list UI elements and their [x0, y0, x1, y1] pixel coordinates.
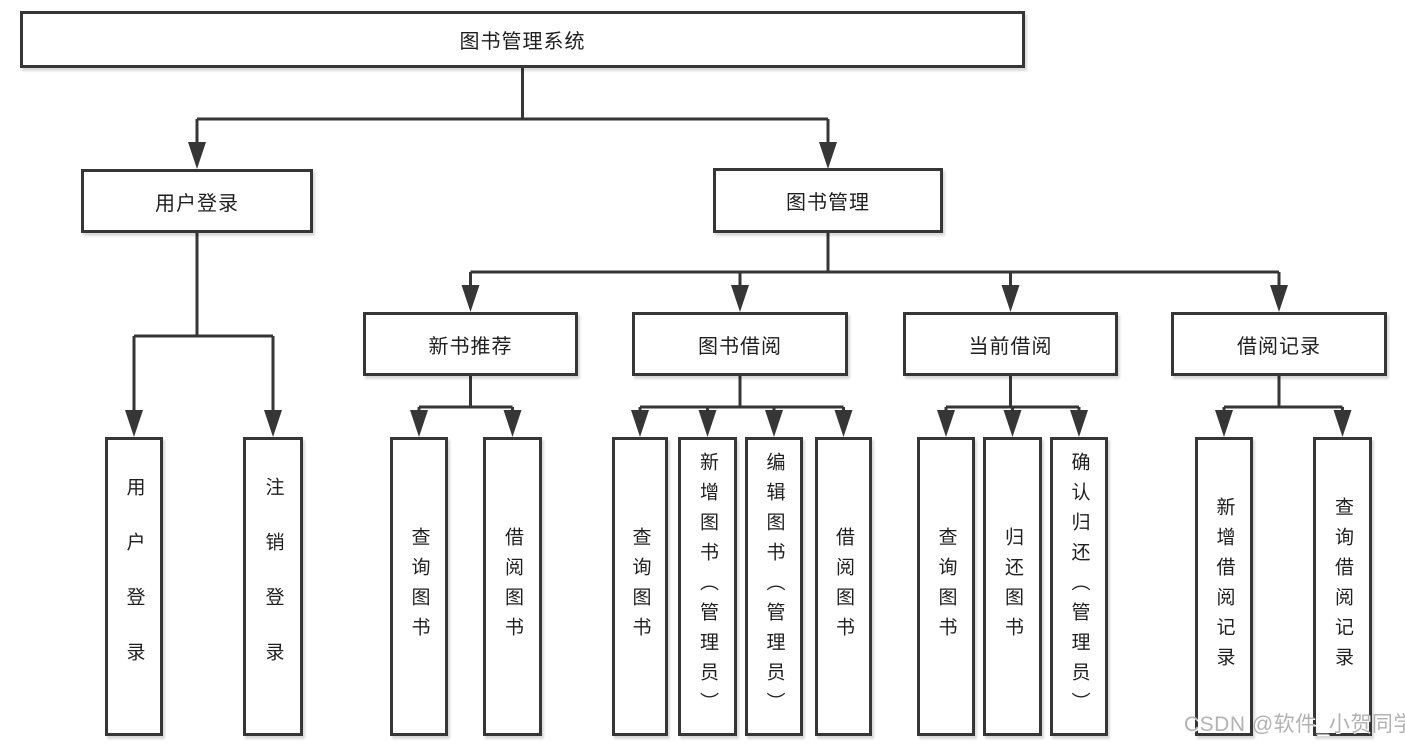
node-current-borrow-label: 当前借阅	[968, 335, 1053, 358]
node-book-mgmt-label: 图书管理	[786, 192, 870, 214]
leaf-user-login: 用户登录	[105, 437, 163, 736]
leaf-confirm-return-admin: 确认归还（管理员）	[1050, 437, 1108, 736]
leaf-edit-books-admin: 编辑图书（管理员）	[745, 437, 803, 736]
leaf-return-books: 归还图书	[983, 437, 1042, 736]
node-book-borrow: 图书借阅	[632, 312, 848, 376]
leaf-add-borrow-record: 新增借阅记录	[1195, 437, 1253, 736]
watermark: CSDN @软件_小贺同学	[1184, 713, 1405, 736]
leaf-query-books-1: 查询图书	[390, 437, 448, 736]
leaf-borrow-books-2: 借阅图书	[815, 437, 872, 736]
leaf-logout: 注销登录	[243, 437, 303, 736]
leaf-add-books-admin: 新增图书（管理员）	[678, 437, 737, 736]
leaf-query-books-2: 查询图书	[612, 437, 668, 736]
node-new-book: 新书推荐	[363, 312, 578, 376]
node-root: 图书管理系统	[20, 11, 1025, 68]
node-current-borrow: 当前借阅	[903, 312, 1118, 376]
arrowheads	[125, 142, 1352, 437]
node-book-mgmt: 图书管理	[713, 168, 943, 233]
node-borrow-records-label: 借阅记录	[1237, 335, 1321, 358]
leaf-query-borrow-record: 查询借阅记录	[1313, 437, 1372, 736]
leaf-query-books-3: 查询图书	[917, 437, 975, 736]
leaf-borrow-books-1: 借阅图书	[483, 437, 542, 736]
node-borrow-records: 借阅记录	[1171, 312, 1387, 376]
node-user-login: 用户登录	[81, 169, 313, 233]
node-user-login-label: 用户登录	[155, 192, 239, 215]
node-book-borrow-label: 图书借阅	[698, 335, 782, 358]
node-root-label: 图书管理系统	[459, 31, 586, 53]
node-new-book-label: 新书推荐	[428, 335, 513, 358]
